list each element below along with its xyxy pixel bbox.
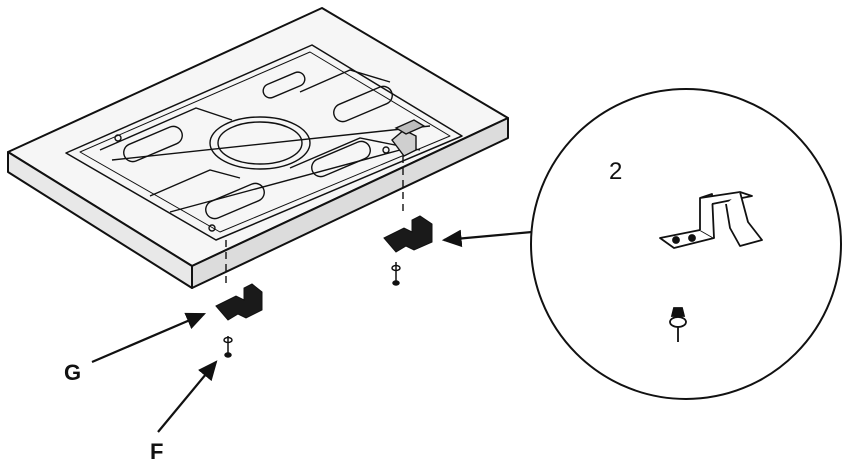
arrow-f: [157, 360, 218, 433]
panel-inner-plate: [79, 51, 451, 233]
panel-side-edge: [191, 117, 509, 289]
plate-corner-bracket-2: [394, 119, 426, 135]
screw-hole: [382, 146, 390, 154]
mounting-bracket-g: [215, 283, 263, 321]
plate-slot: [311, 140, 371, 178]
screw-hole: [208, 224, 216, 232]
panel-top-face: [7, 7, 509, 267]
plate-rib: [299, 69, 391, 93]
plate-rib: [99, 107, 233, 151]
plate-rib: [169, 149, 401, 213]
screw-f: [223, 336, 233, 358]
bracket-part-2: [659, 191, 763, 249]
fixture-panel: [7, 7, 509, 289]
label-f: F: [150, 439, 164, 464]
center-hole: [209, 116, 311, 170]
plate-slot: [333, 85, 393, 123]
arrow-detail: [441, 229, 533, 248]
mounting-plate: [99, 69, 431, 232]
plate-slot: [123, 125, 183, 163]
mounting-bracket-right: [383, 215, 433, 253]
panel-inner-rim: [65, 44, 463, 241]
label-g: G: [64, 360, 82, 385]
screw-hole: [114, 134, 122, 142]
detail-screw: [669, 307, 687, 342]
detail-view: [530, 88, 842, 400]
arrow-g: [91, 312, 207, 364]
plate-rib: [149, 169, 241, 197]
plate-slot: [205, 182, 265, 220]
plate-slot: [262, 71, 306, 99]
plate-rib: [111, 125, 431, 161]
center-hole-inner: [217, 121, 303, 165]
label-part-number: 2: [609, 158, 623, 185]
screw-right: [391, 262, 401, 286]
